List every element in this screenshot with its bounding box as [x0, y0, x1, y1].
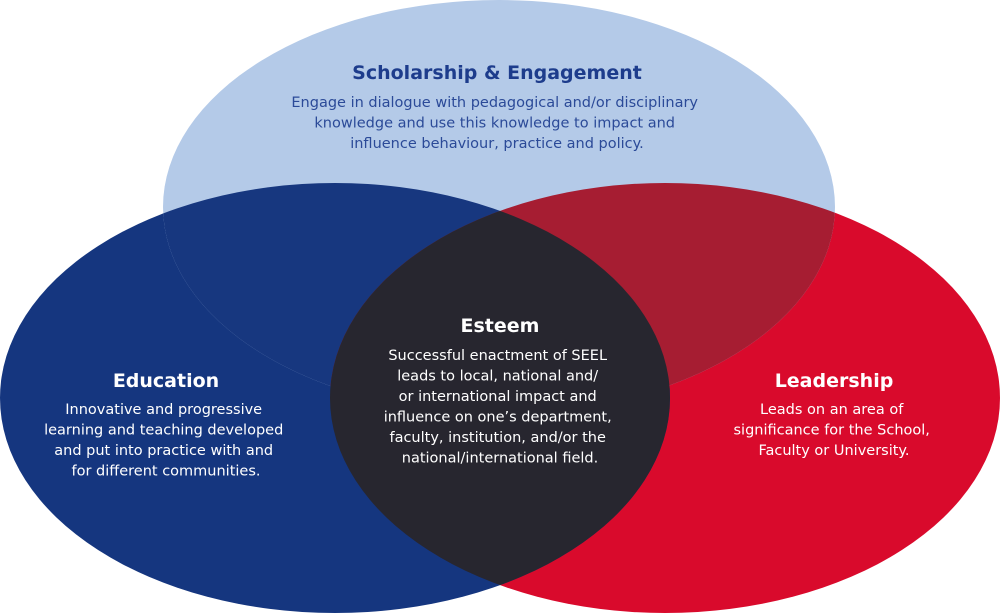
education-description: Innovative and progressive learning and … — [44, 402, 288, 480]
scholarship-description-line: knowledge and use this knowledge to impa… — [314, 116, 675, 132]
education-title: Education — [113, 370, 219, 392]
esteem-description-line: Successful enactment of SEEL — [388, 348, 607, 364]
esteem-title: Esteem — [461, 315, 540, 337]
scholarship-description-line: influence behaviour, practice and policy… — [350, 136, 644, 152]
leadership-description-line: Leads on an area of — [760, 402, 904, 418]
leadership-description: Leads on an area of significance for the… — [734, 402, 935, 459]
esteem-description-line: influence on one’s department, — [384, 410, 612, 426]
education-description-line: learning and teaching developed — [44, 423, 283, 439]
esteem-description-line: national/international field. — [402, 451, 598, 467]
leadership-description-line: significance for the School, — [734, 423, 930, 439]
education-description-line: Innovative and progressive — [65, 402, 262, 418]
esteem-description-line: faculty, institution, and/or the — [389, 430, 606, 446]
scholarship-title: Scholarship & Engagement — [352, 62, 642, 84]
leadership-description-line: Faculty or University. — [758, 443, 909, 459]
education-description-line: for different communities. — [71, 464, 260, 480]
leadership-title: Leadership — [775, 370, 894, 392]
esteem-description-line: leads to local, national and/ — [397, 369, 598, 385]
scholarship-description: Engage in dialogue with pedagogical and/… — [291, 95, 702, 152]
education-description-line: and put into practice with and — [54, 443, 273, 459]
esteem-description: Successful enactment of SEEL leads to lo… — [384, 348, 617, 467]
esteem-description-line: or international impact and — [399, 389, 597, 405]
scholarship-description-line: Engage in dialogue with pedagogical and/… — [291, 95, 698, 111]
esteem-center-overlap — [330, 183, 670, 613]
